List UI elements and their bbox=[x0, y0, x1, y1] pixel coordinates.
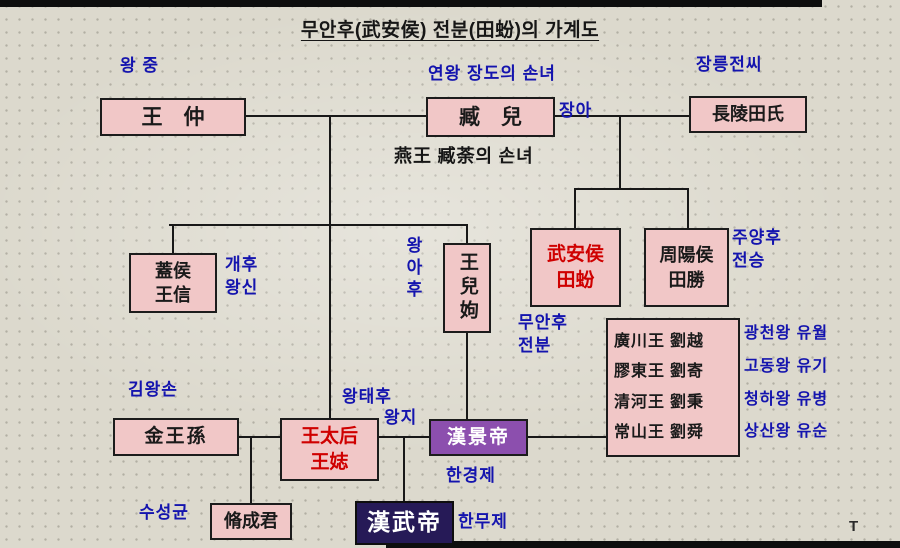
king-row-gwangcheon: 廣川王 劉越 bbox=[614, 332, 705, 350]
photo-mark: T bbox=[849, 518, 859, 535]
connector-tian-children-row bbox=[574, 188, 689, 190]
node-han-jingdi: 漢景帝 bbox=[429, 419, 528, 456]
label-king-sangsan: 상산왕 유순 bbox=[744, 423, 829, 440]
connector-wangerxu-jingdi bbox=[466, 333, 468, 419]
label-zang-er-top: 연왕 장도의 손녀 bbox=[428, 64, 556, 83]
connector-jingdi-kings bbox=[528, 436, 606, 438]
node-kings-list: 廣川王 劉越 膠東王 劉寄 清河王 劉秉 常山王 劉舜 bbox=[606, 318, 740, 457]
label-han-wudi: 한무제 bbox=[458, 512, 508, 531]
king-row-sangsan: 常山王 劉舜 bbox=[614, 424, 705, 442]
photo-edge-top bbox=[0, 0, 822, 7]
node-zhouyanghou: 周陽侯 田勝 bbox=[644, 228, 729, 307]
label-zang-er-reading: 장아 bbox=[559, 101, 593, 120]
node-han-wudi: 漢武帝 bbox=[355, 501, 454, 545]
node-kim-wangson: 金王孫 bbox=[113, 418, 239, 456]
label-wang-taehu-title: 왕태후 bbox=[342, 387, 392, 406]
node-wang-zhong: 王 仲 bbox=[100, 98, 246, 136]
connector-down-to-wangerxu bbox=[466, 225, 468, 243]
note-zang-er: 燕王 臧荼의 손녀 bbox=[394, 146, 534, 166]
label-wang-erxu: 왕아후 bbox=[402, 236, 422, 302]
diagram-title: 무안후(武安侯) 전분(田蚡)의 가계도 bbox=[300, 20, 600, 41]
node-wuanhou: 武安侯 田蚡 bbox=[530, 228, 621, 307]
label-han-jingdi: 한경제 bbox=[446, 466, 496, 485]
label-wang-zhong: 왕 중 bbox=[120, 56, 160, 75]
connector-zanger-changling bbox=[555, 115, 689, 117]
node-susong: 脩成君 bbox=[210, 503, 292, 540]
label-changling: 장릉전씨 bbox=[696, 55, 763, 74]
label-king-godong: 고동왕 유기 bbox=[744, 358, 829, 375]
connector-children-row bbox=[169, 224, 468, 226]
label-gaehou: 개후 왕신 bbox=[225, 255, 259, 297]
node-wang-erxu: 王兒姁 bbox=[443, 243, 491, 333]
label-zhouyanghou: 주양후 전승 bbox=[732, 228, 782, 270]
connector-down-to-susong bbox=[250, 437, 252, 503]
label-wuanhou: 무안후 전분 bbox=[518, 313, 568, 355]
connector-down-tian-branch bbox=[619, 116, 621, 189]
label-wang-taehu-reading: 왕지 bbox=[384, 408, 418, 427]
label-kim-wangson: 김왕손 bbox=[128, 380, 178, 399]
connector-down-to-wangtaehu bbox=[329, 116, 331, 418]
label-king-gwangcheon: 광천왕 유월 bbox=[744, 325, 829, 342]
label-king-cheongha: 청하왕 유병 bbox=[744, 391, 829, 408]
connector-wangzhong-zanger bbox=[246, 115, 426, 117]
connector-down-to-gaehou bbox=[172, 225, 174, 253]
connector-down-to-wuanhou bbox=[574, 189, 576, 228]
king-row-cheongha: 清河王 劉秉 bbox=[614, 393, 705, 411]
connector-down-to-wudi bbox=[403, 437, 405, 501]
node-gaehou: 蓋侯 王信 bbox=[129, 253, 217, 313]
label-susong: 수성균 bbox=[139, 503, 189, 522]
photo-edge-bottom bbox=[386, 541, 900, 548]
node-changling: 長陵田氏 bbox=[689, 96, 807, 133]
connector-down-to-zhouyang bbox=[687, 189, 689, 228]
connector-kim-wangtaehu bbox=[239, 436, 280, 438]
king-row-godong: 膠東王 劉寄 bbox=[614, 363, 705, 381]
node-zang-er: 臧 兒 bbox=[426, 97, 555, 137]
node-wang-taehu: 王太后 王娡 bbox=[280, 418, 379, 481]
